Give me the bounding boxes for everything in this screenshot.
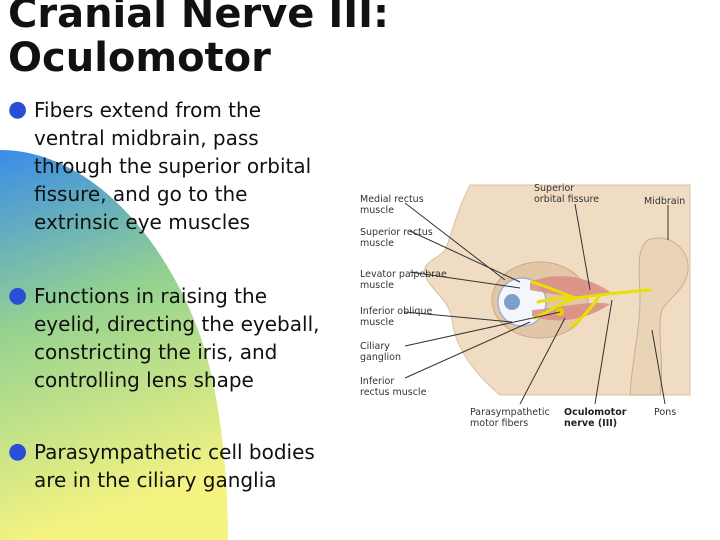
- svg-text:Superior orbital fissure: Superior orbital fissure: [534, 183, 599, 205]
- bullet-1-line: extrinsic eye muscles: [34, 210, 251, 234]
- label-superior-rectus: muscle: [360, 238, 394, 249]
- bullet-2-line: controlling lens shape: [34, 368, 254, 392]
- bullet-2-line: Functions in raising the: [34, 284, 267, 308]
- bullet-dot-icon: ●: [8, 97, 28, 122]
- bullet-1: ● Fibers extend from the ventral midbrai…: [8, 96, 311, 236]
- svg-text:Parasympathetic motor fibe: Parasympathetic motor fibers: [470, 407, 553, 429]
- bullet-1-line: ventral midbrain, pass: [34, 126, 259, 150]
- title-line-1: Cranial Nerve III:: [8, 0, 389, 37]
- label-parasympathetic: Parasympathetic: [470, 407, 550, 418]
- label-midbrain: Midbrain: [644, 196, 685, 207]
- label-superior-rectus: Superior rectus: [360, 227, 433, 238]
- svg-text:Medial rectus muscle: Medial rectus muscle: [360, 194, 427, 216]
- brainstem: [629, 237, 689, 396]
- label-pons: Pons: [654, 407, 676, 418]
- oculomotor-nerve: [530, 280, 652, 328]
- label-inferior-rectus: rectus muscle: [360, 387, 427, 398]
- label-ciliary: Ciliary: [360, 341, 390, 352]
- bullet-2-line: constricting the iris, and: [34, 340, 278, 364]
- title-line-2: Oculomotor: [8, 35, 271, 81]
- bullet-1-line: fissure, and go to the: [34, 182, 248, 206]
- bullet-dot-icon: ●: [8, 283, 28, 308]
- svg-text:Inferior rectus muscle: Inferior rectus muscle: [360, 376, 427, 398]
- label-medial-rectus: muscle: [360, 205, 394, 216]
- svg-text:Oculomotor nerve (III): Oculomotor nerve (III): [564, 407, 630, 429]
- svg-text:Superior rectus muscle: Superior rectus muscle: [360, 227, 436, 249]
- bullet-3-line: Parasympathetic cell bodies: [34, 440, 315, 464]
- bullet-3: ● Parasympathetic cell bodies are in the…: [8, 438, 315, 494]
- label-inferior-rectus: Inferior: [360, 376, 394, 387]
- label-levator: Levator palpebrae: [360, 269, 447, 280]
- bullet-dot-icon: ●: [8, 439, 28, 464]
- muscle-bundle: [530, 276, 610, 297]
- iris: [504, 294, 520, 310]
- label-oculomotor: nerve (III): [564, 418, 617, 429]
- label-medial-rectus: Medial rectus: [360, 194, 424, 205]
- label-inferior-oblique: muscle: [360, 317, 394, 328]
- slide-title: Cranial Nerve III: Oculomotor: [8, 0, 389, 80]
- svg-text:Inferior oblique muscle: Inferior oblique muscle: [360, 306, 435, 328]
- leader-lines: [404, 202, 669, 405]
- label-ciliary: ganglion: [360, 352, 401, 363]
- bullet-2: ● Functions in raising the eyelid, direc…: [8, 282, 319, 394]
- bullet-3-line: are in the ciliary ganglia: [34, 468, 277, 492]
- label-superior-orbital: Superior: [534, 183, 574, 194]
- svg-text:Ciliary ganglion: Ciliary ganglion: [360, 341, 401, 363]
- bullet-1-line: through the superior orbital: [34, 154, 312, 178]
- bullet-1-line: Fibers extend from the: [34, 98, 261, 122]
- label-superior-orbital: orbital fissure: [534, 194, 599, 205]
- label-parasympathetic: motor fibers: [470, 418, 528, 429]
- bullet-2-line: eyelid, directing the eyeball,: [34, 312, 320, 336]
- label-levator: muscle: [360, 280, 394, 291]
- svg-text:Levator palpebrae muscle: Levator palpebrae muscle: [360, 269, 450, 291]
- label-inferior-oblique: Inferior oblique: [360, 306, 432, 317]
- label-oculomotor: Oculomotor: [564, 407, 627, 418]
